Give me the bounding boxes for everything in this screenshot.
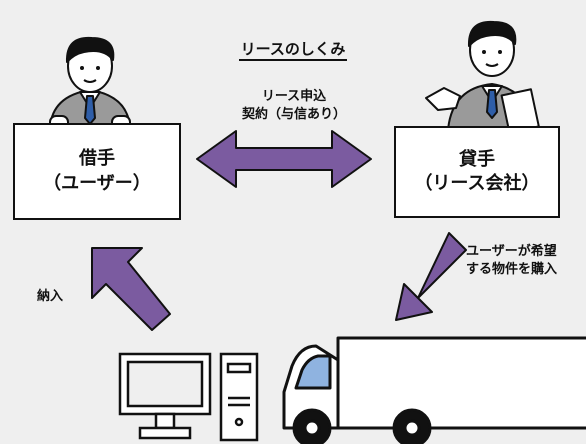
delivery-label: 納入: [36, 289, 63, 304]
lessor-person-illustration: [425, 20, 540, 134]
lessor-subtitle: （リース会社）: [414, 173, 540, 194]
diagram-title: リースのしくみ: [0, 38, 586, 61]
borrower-subtitle: （ユーザー）: [43, 172, 151, 194]
purchase-arrow: [395, 232, 467, 321]
purchase-label: ユーザーが希望 する物件を購入: [466, 244, 558, 277]
computer-monitor-icon: [118, 352, 212, 440]
borrower-title: 借手: [79, 148, 115, 170]
lessor-title: 貸手: [459, 148, 495, 170]
contract-double-arrow: [196, 130, 372, 188]
contract-label: リース申込 契約（与信あり）: [241, 89, 346, 122]
delivery-truck-icon: [282, 336, 586, 444]
delivery-arrow: [91, 247, 171, 331]
borrower-box: 借手 （ユーザー）: [13, 123, 181, 220]
lessor-box: 貸手 （リース会社）: [394, 126, 560, 218]
borrower-person-illustration: [49, 36, 131, 131]
pc-tower-icon: [219, 352, 259, 442]
